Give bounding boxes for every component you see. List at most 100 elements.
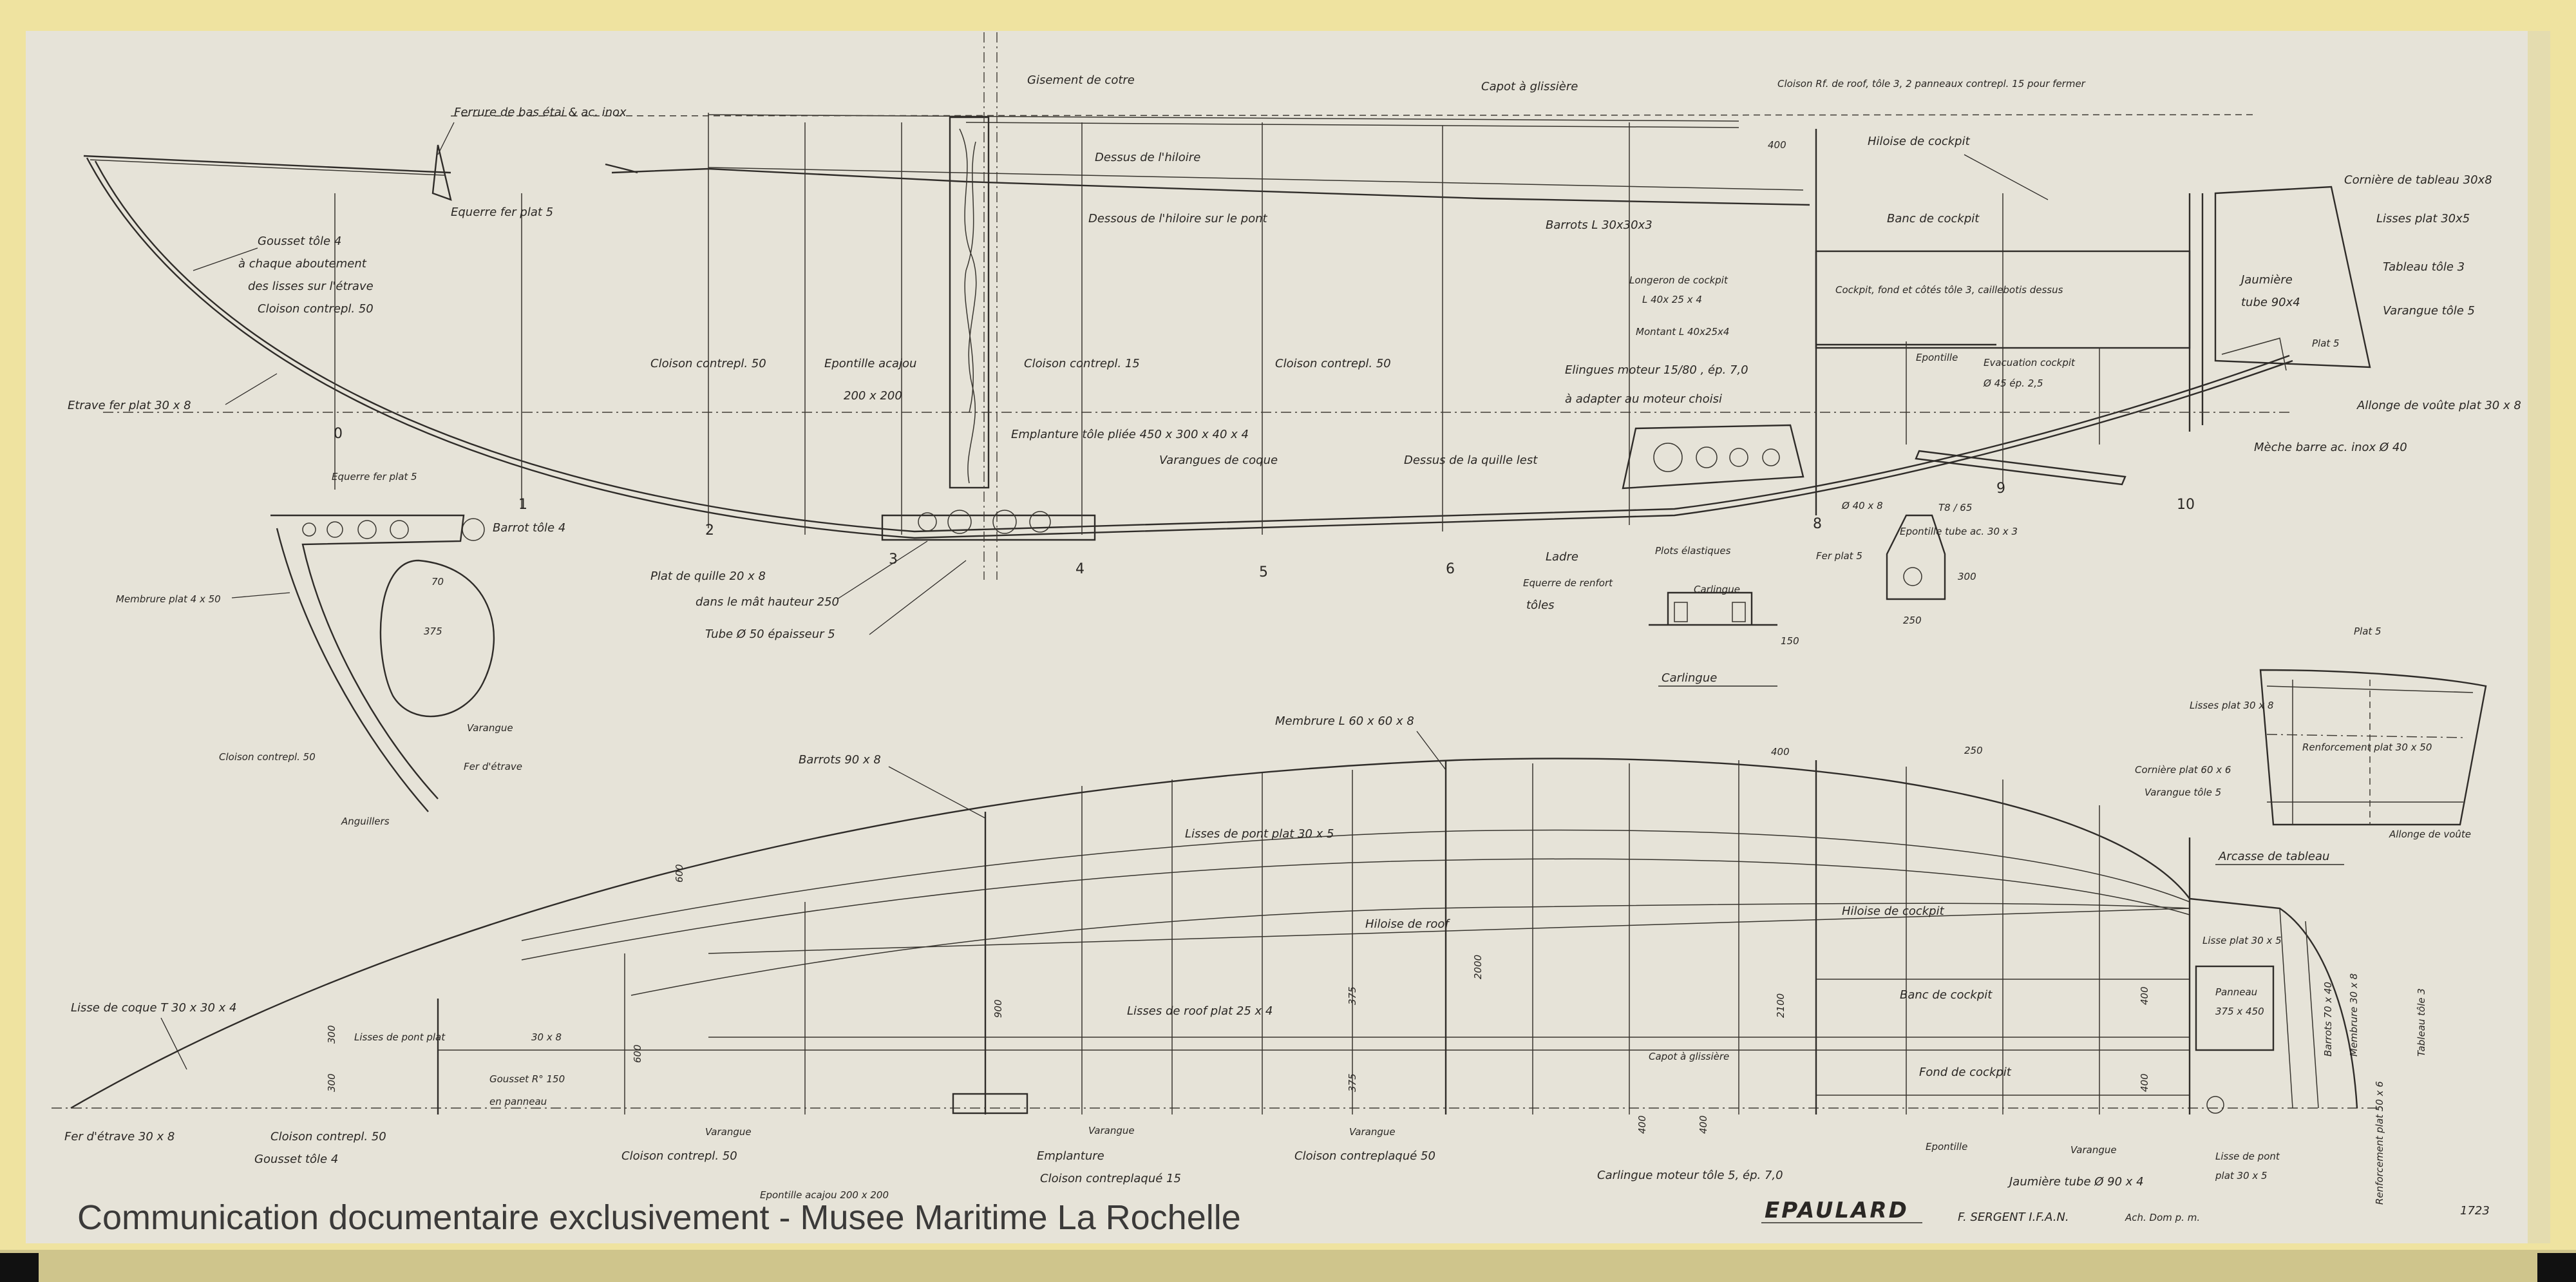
label-plan-cloison-50-c: Cloison contreplaqué 50: [1294, 1149, 1435, 1163]
label-plan-cloison-15: Cloison contreplaqué 15: [1040, 1172, 1181, 1185]
label-meche: Mèche barre ac. inox Ø 40: [2254, 441, 2407, 454]
label-plan-lisse-pont-2: plat 30 x 5: [2215, 1170, 2268, 1182]
frame-section-outline: [270, 514, 465, 799]
label-plan-emplanture: Emplanture: [1037, 1149, 1104, 1163]
hiloire-line: [708, 167, 1804, 191]
section-detail: Equerre fer plat 5 Barrot tôle 4 Membrur…: [116, 471, 565, 827]
dim-text: 400: [2139, 1073, 2150, 1092]
label-carlingue: Carlingue: [1694, 584, 1740, 595]
section-number-0: 0: [334, 426, 343, 442]
bowsprit-line-2: [90, 159, 445, 176]
label-dim-250: 250: [1903, 615, 1922, 626]
leader: [869, 560, 967, 635]
hole: [1729, 448, 1748, 467]
label-lisses-plat: Lisses plat 30x5: [2376, 212, 2470, 225]
sheet-number: 1723: [2460, 1204, 2490, 1218]
dim-text: 2000: [1472, 955, 1484, 979]
label-plan-lisse-coque: Lisse de coque T 30 x 30 x 4: [71, 1001, 237, 1015]
label-epontille-tube: Epontille tube ac. 30 x 3: [1900, 526, 2018, 537]
section-number-9: 9: [1996, 481, 2005, 497]
label-carlingue-title: Carlingue: [1662, 671, 1717, 685]
drawing-title: EPAULARD: [1765, 1198, 1909, 1223]
dim-text: 2100: [1775, 993, 1786, 1018]
label-equerre-plat5: Equerre fer plat 5: [332, 471, 417, 483]
lightening-hole: [379, 559, 495, 718]
section-number-8: 8: [1813, 516, 1822, 532]
dim-text: 600: [632, 1044, 643, 1063]
label-transom-caption: Arcasse de tableau: [2218, 850, 2329, 863]
label-membrure: Membrure plat 4 x 50: [116, 593, 221, 605]
dim-text: 400: [1636, 1115, 1648, 1134]
label-dim-300: 300: [1958, 571, 1976, 582]
leader: [193, 247, 258, 271]
label-plan-membrure-vert: Membrure 30 x 8: [2348, 973, 2360, 1057]
label-plan-gousset-150: Gousset R° 150: [489, 1073, 565, 1085]
hole: [1029, 511, 1051, 533]
label-plan-lisses-pont: Lisses de pont plat 30 x 5: [1185, 827, 1334, 841]
label-varangue-section: Varangue: [467, 722, 513, 734]
clip-right: [2537, 1253, 2576, 1282]
hole: [390, 520, 409, 539]
label-cloison-50-a: Cloison contrepl. 50: [258, 302, 374, 316]
plot: [1674, 602, 1688, 622]
label-epontille-acajou: Epontille acajou: [824, 357, 916, 370]
dim-text: 400: [2139, 986, 2150, 1005]
drawing-author: F. SERGENT I.F.A.N.: [1958, 1210, 2069, 1224]
label-banc-cockpit: Banc de cockpit: [1887, 212, 1980, 225]
dim-text: 375: [1347, 1073, 1358, 1092]
label-transom-cornier: Cornière plat 60 x 6: [2135, 764, 2231, 776]
label-fer-plat5: Fer plat 5: [1816, 550, 1862, 562]
label-allonge: Allonge de voûte plat 30 x 8: [2356, 399, 2521, 412]
label-varangue-tole: Varangue tôle 5: [2383, 304, 2475, 318]
label-plan-lisse-plat-top: Lisse plat 30 x 5: [2202, 935, 2282, 946]
dim-text: 600: [674, 864, 685, 883]
lisse-curve-1: [521, 829, 2190, 941]
section-number-3: 3: [889, 551, 898, 568]
roof-top-line: [965, 122, 1739, 128]
dim-text: 300: [326, 1073, 337, 1092]
section-number-4: 4: [1075, 561, 1084, 577]
hole: [1653, 443, 1683, 472]
deck-line: [611, 167, 1810, 206]
hole: [918, 512, 937, 531]
dim-text: 300: [326, 1025, 337, 1044]
label-capot: Capot à glissière: [1481, 80, 1578, 93]
label-plan-panneau-dim: 375 x 450: [2215, 1006, 2264, 1017]
hole: [1762, 448, 1780, 466]
label-plan-barrots: Barrots 90 x 8: [799, 753, 881, 767]
label-barrots: Barrots L 30x30x3: [1546, 218, 1653, 232]
hull-inner-curve: [94, 160, 2290, 533]
label-dessus-quille: Dessus de la quille lest: [1404, 454, 1538, 467]
label-tube50: Tube Ø 50 épaisseur 5: [705, 627, 835, 641]
label-plan-epontille: Epontille: [1926, 1141, 1967, 1153]
deck-edge-curve: [70, 758, 2190, 1109]
tape-right-edge: [2528, 31, 2550, 1243]
label-tube-lo: T8 / 65: [1938, 502, 1972, 513]
dim-text: 400: [1698, 1115, 1709, 1134]
cockpit-box: [1815, 250, 2191, 349]
wood-grain: [964, 141, 976, 413]
label-plan-en-panneau: en panneau: [489, 1096, 547, 1107]
bottom-shadow: [0, 1250, 2576, 1282]
label-cloison-section: Cloison contrepl. 50: [219, 751, 316, 763]
label-gousset: Gousset tôle 4: [258, 234, 341, 248]
leader: [1416, 731, 1446, 770]
hole: [357, 520, 377, 539]
label-barrot-tole: Barrot tôle 4: [493, 521, 565, 535]
label-cloison-15: Cloison contrepl. 15: [1024, 357, 1140, 370]
label-toles: tôles: [1526, 598, 1555, 612]
label-jaumiere: Jaumière: [2239, 273, 2293, 287]
stern-line: [2279, 908, 2293, 1109]
label-cloison-50-b: Cloison contrepl. 50: [650, 357, 766, 370]
label-plan-lisse-pont: Lisse de pont: [2215, 1151, 2280, 1162]
profile-view: 0 1 2 3 4 5 6 8 9 10 Ferrure de bas étai…: [68, 32, 2521, 687]
watermark-text: Communication documentaire exclusivement…: [77, 1198, 1241, 1237]
leader: [231, 592, 290, 598]
stern-line: [2305, 921, 2319, 1109]
label-epontille-dim: 200 x 200: [844, 389, 902, 403]
wood-grain: [959, 128, 977, 484]
section-number-1: 1: [518, 497, 527, 513]
label-plan-lisses-roof: Lisses de roof plat 25 x 4: [1127, 1004, 1273, 1018]
emplanture-rect: [952, 1093, 1028, 1115]
